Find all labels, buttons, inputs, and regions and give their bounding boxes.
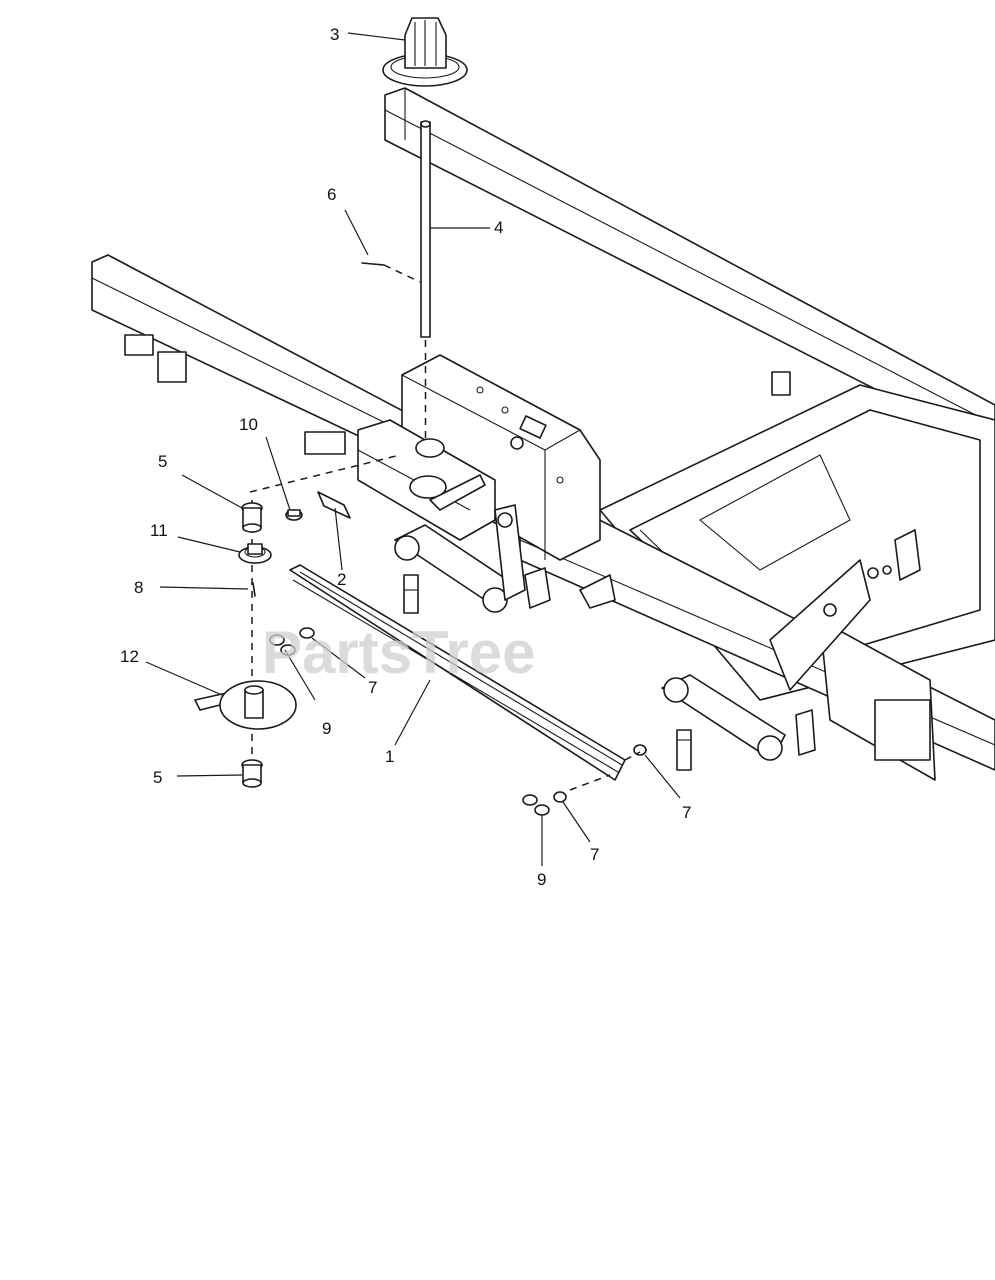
callout-3: 3 <box>330 25 339 44</box>
washer-right-upper <box>633 744 647 756</box>
callout-12: 12 <box>120 647 139 666</box>
left-link-arm <box>394 504 551 614</box>
hair-clip-left <box>269 634 296 656</box>
leader-lines <box>145 32 681 866</box>
watermark: PartsTree <box>262 619 536 686</box>
spacer-plate <box>317 491 351 519</box>
front-cross-tube <box>519 499 995 781</box>
callout-7-left: 7 <box>368 678 377 697</box>
callout-7-right-upper: 7 <box>682 803 691 822</box>
callout-5-top: 5 <box>158 452 167 471</box>
washer-lower-dash-line <box>569 774 611 791</box>
adjust-knob <box>382 17 468 87</box>
callout-2: 2 <box>337 570 346 589</box>
washer-right-lower <box>553 791 567 803</box>
callout-6: 6 <box>327 185 336 204</box>
bushing-top <box>241 502 263 533</box>
callout-11: 11 <box>150 521 168 540</box>
right-pivot-bracket <box>769 529 921 691</box>
callout-9-right: 9 <box>537 870 546 889</box>
height-adjust-rod <box>420 120 431 440</box>
pin-dash-line <box>383 264 421 283</box>
left-frame-rail <box>91 254 421 466</box>
bolt <box>285 509 303 521</box>
callout-9-left: 9 <box>322 719 331 738</box>
washer-left <box>299 627 315 639</box>
hair-clip-right <box>522 794 550 816</box>
right-link-arm <box>661 674 816 771</box>
pivot-block <box>357 419 496 541</box>
callout-7-right-lower: 7 <box>590 845 599 864</box>
tab-bracket <box>579 574 616 609</box>
callout-labels: 3 4 6 10 5 11 8 2 12 7 9 1 5 7 7 9 <box>120 25 691 889</box>
indicator-gear <box>194 680 297 730</box>
gear-sprocket-small <box>238 543 272 564</box>
callout-5-bottom: 5 <box>153 768 162 787</box>
bushing-bottom <box>241 759 263 788</box>
callout-10: 10 <box>239 415 258 434</box>
rear-frame-rail <box>384 87 995 451</box>
callout-1: 1 <box>385 747 394 766</box>
washer-dash-line <box>624 751 641 761</box>
roll-pin <box>252 582 256 597</box>
callout-8: 8 <box>134 578 143 597</box>
hair-pin <box>361 262 385 266</box>
callout-4: 4 <box>494 218 503 237</box>
